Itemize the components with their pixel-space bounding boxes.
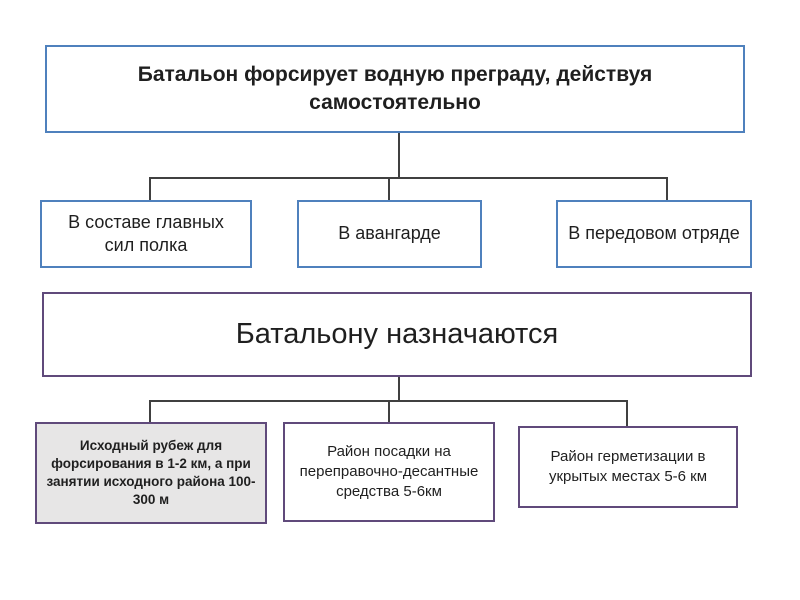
connector-level2-drop-2 — [626, 400, 628, 426]
node-main-forces: В составе главных сил полка — [40, 200, 252, 268]
connector-mid-stem — [398, 377, 400, 400]
connector-level2-drop-0 — [149, 400, 151, 422]
root-node-battalion-crossing: Батальон форсирует водную преграду, дейс… — [45, 45, 745, 133]
connector-level1-drop-0 — [149, 177, 151, 200]
connector-root-stem — [398, 133, 400, 177]
root-node-label: Батальон форсирует водную преграду, дейс… — [137, 62, 653, 114]
node-main-forces-label: В составе главных сил полка — [68, 211, 224, 255]
connector-level1-drop-2 — [666, 177, 668, 200]
node-battalion-assigned-label: Батальону назначаются — [235, 318, 559, 351]
node-boarding-area: Район посадки на переправочно-десантные … — [283, 422, 495, 522]
node-initial-line-label: Исходный рубеж для форсирования в 1-2 км… — [46, 437, 256, 508]
connector-level1-crossbar — [150, 177, 668, 179]
node-boarding-area-label: Район посадки на переправочно-десантные … — [299, 442, 479, 501]
node-forward-detachment: В передовом отряде — [556, 200, 752, 268]
connector-level1-drop-1 — [388, 177, 390, 200]
connector-level2-drop-1 — [388, 400, 390, 422]
node-sealing-area: Район герметизации в укрытых местах 5-6 … — [518, 426, 738, 508]
node-sealing-area-label: Район герметизации в укрытых местах 5-6 … — [548, 447, 708, 485]
node-forward-detachment-label: В передовом отряде — [568, 223, 740, 244]
node-vanguard-label: В авангарде — [338, 223, 441, 244]
node-initial-line: Исходный рубеж для форсирования в 1-2 км… — [35, 422, 267, 524]
node-vanguard: В авангарде — [297, 200, 482, 268]
node-battalion-assigned: Батальону назначаются — [42, 292, 752, 377]
